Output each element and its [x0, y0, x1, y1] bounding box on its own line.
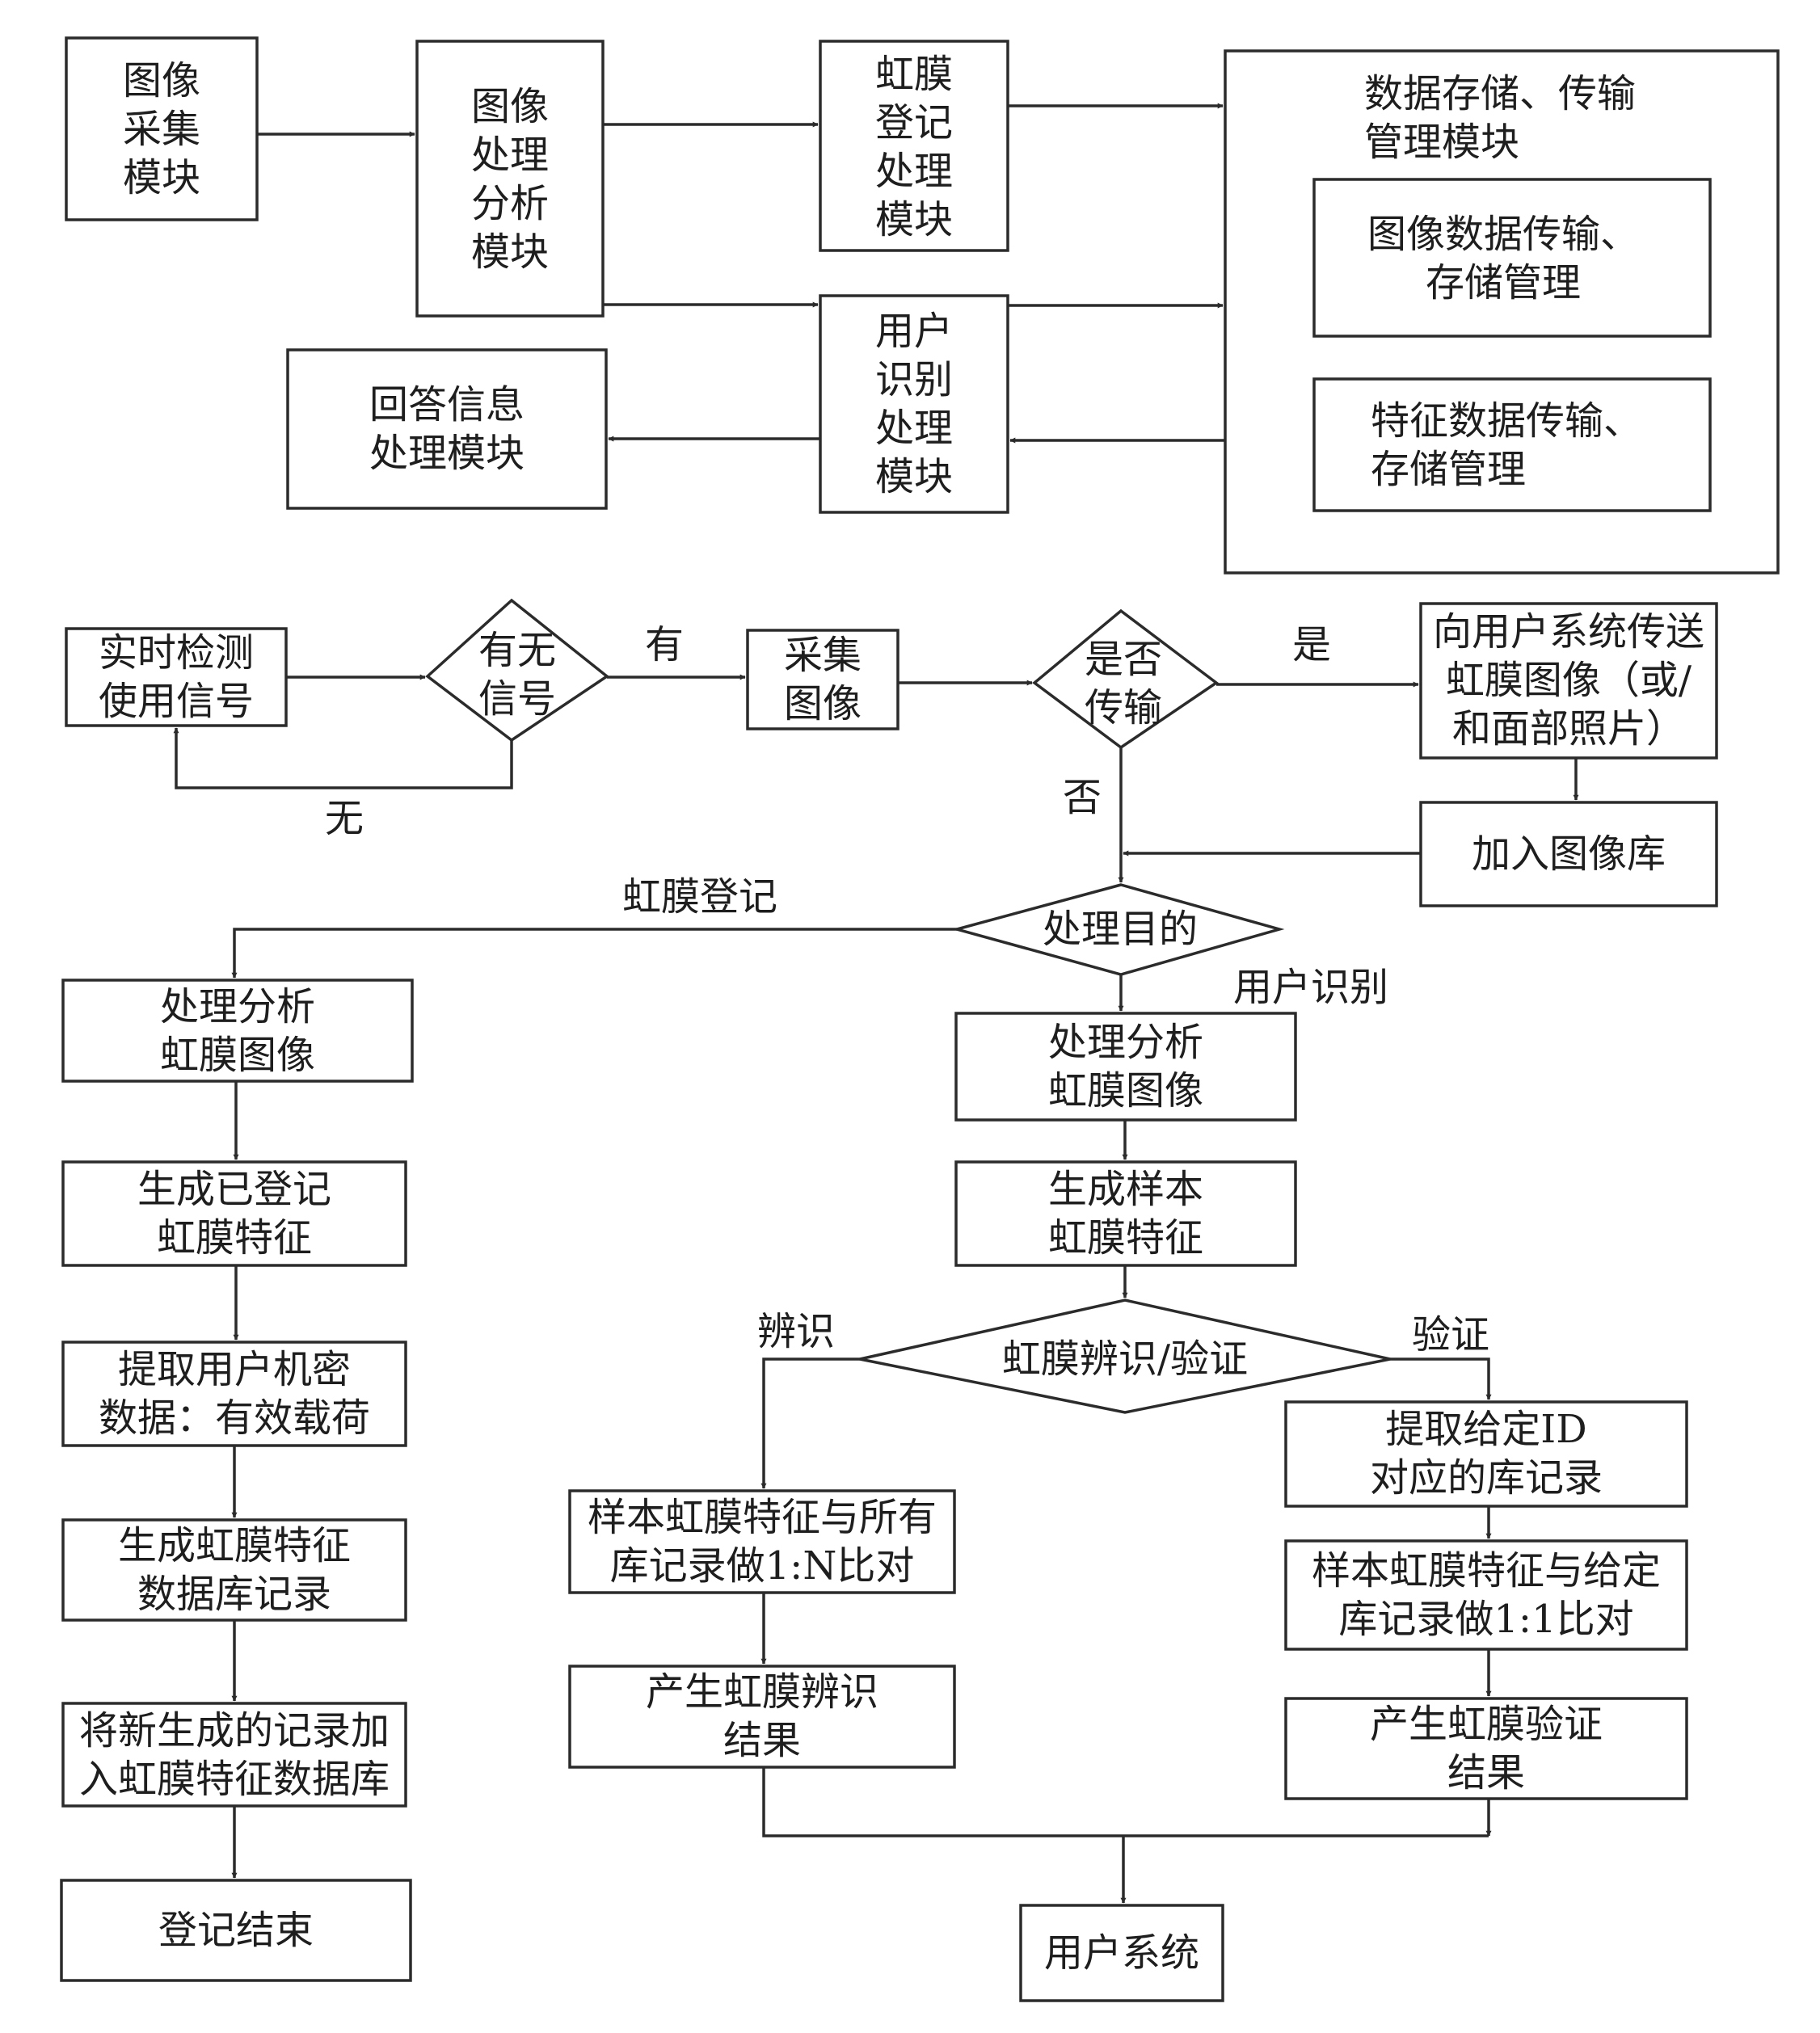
verify-result-label: 产生虹膜验证 结果: [1369, 1702, 1603, 1795]
decision-diamond: [859, 1299, 1391, 1414]
storage-module-title: 数据存储、传输 管理模块: [1364, 71, 1637, 165]
decision-label: 虹膜辨识/验证: [1001, 1336, 1249, 1382]
transmit-label: 是否 传输: [1084, 637, 1163, 730]
fetch-label: 提取给定ID 对应的库记录: [1369, 1407, 1603, 1501]
left-gen-enrolled-box: [61, 1160, 407, 1267]
left-add-db-label: 将新生成的记录加 入虹膜特征数据库: [78, 1708, 390, 1802]
capture-label: 采集 图像: [783, 633, 862, 726]
fetch-box: [1284, 1400, 1688, 1508]
match-1-box: [1284, 1539, 1688, 1651]
user-system-label: 用户系统: [1043, 1930, 1200, 1976]
left-end-label: 登记结束: [158, 1908, 314, 1953]
analysis-module-label: 图像 处理 分析 模块: [470, 84, 550, 275]
ident-result-box: [568, 1665, 956, 1769]
has-signal-label: 有无 信号: [478, 628, 557, 722]
ident-result-label: 产生虹膜辨识 结果: [645, 1669, 879, 1763]
add-lib-label: 加入图像库: [1471, 831, 1666, 877]
acquisition-module-box: [65, 36, 259, 221]
enroll-module-label: 虹膜 登记 处理 模块: [874, 52, 954, 242]
arrow-decision-identify: [760, 1357, 860, 1489]
storage-module-box: [1224, 49, 1780, 575]
identify-module-box: [819, 294, 1009, 514]
right-gen-sample-label: 生成样本 虹膜特征: [1047, 1167, 1204, 1261]
purpose-label: 处理目的: [1042, 907, 1199, 952]
capture-box: [746, 629, 899, 730]
match-n-label: 样本虹膜特征与所有 库记录做1:N比对: [587, 1495, 937, 1589]
analysis-module-box: [415, 40, 605, 318]
acquisition-module-label: 图像 采集 模块: [122, 58, 201, 200]
arrow-decision-verify: [1390, 1357, 1492, 1400]
no-signal-label: 无: [324, 796, 364, 841]
user-system-box: [1019, 1904, 1224, 2002]
reply-module-box: [286, 348, 608, 510]
reply-module-label: 回答信息 处理模块: [369, 382, 525, 476]
match-1-label: 样本虹膜特征与给定 库记录做1:1比对: [1311, 1548, 1662, 1642]
arrow-signal-no-loop: [173, 727, 513, 789]
enroll-module-box: [819, 40, 1009, 252]
identify-branch-label: 用户识别: [1232, 965, 1389, 1010]
verify-result-box: [1284, 1697, 1688, 1800]
yes-label: 是: [1291, 622, 1332, 667]
left-end-box: [60, 1879, 412, 1982]
arrow-purpose-enroll: [231, 928, 957, 979]
no-label: 否: [1062, 775, 1102, 820]
left-analyze-label: 处理分析 虹膜图像: [159, 984, 316, 1078]
left-gen-enrolled-label: 生成已登记 虹膜特征: [137, 1167, 332, 1261]
left-extract-label: 提取用户机密 数据：有效载荷: [98, 1347, 371, 1441]
identify-label: 辨识: [756, 1309, 836, 1354]
send-box: [1419, 602, 1718, 760]
feature-data-box: [1312, 377, 1712, 512]
send-label: 向用户系统传送 虹膜图像（或/ 和面部照片）: [1432, 609, 1705, 751]
left-analyze-box: [61, 979, 414, 1083]
verify-label: 验证: [1411, 1312, 1490, 1357]
enroll-branch-label: 虹膜登记: [621, 874, 778, 920]
match-n-box: [568, 1489, 956, 1594]
merge-line: [762, 1767, 1489, 1837]
image-data-label: 图像数据传输、 存储管理: [1367, 212, 1640, 305]
identify-module-label: 用户 识别 处理 模块: [874, 309, 954, 499]
right-analyze-label: 处理分析 虹膜图像: [1047, 1020, 1204, 1113]
feature-data-label: 特征数据传输、 存储管理: [1371, 398, 1643, 492]
yes-signal-label: 有: [644, 622, 685, 667]
image-data-box: [1312, 178, 1712, 338]
left-gen-record-label: 生成虹膜特征 数据库记录: [117, 1523, 352, 1617]
detect-label: 实时检测 使用信号: [98, 630, 255, 724]
